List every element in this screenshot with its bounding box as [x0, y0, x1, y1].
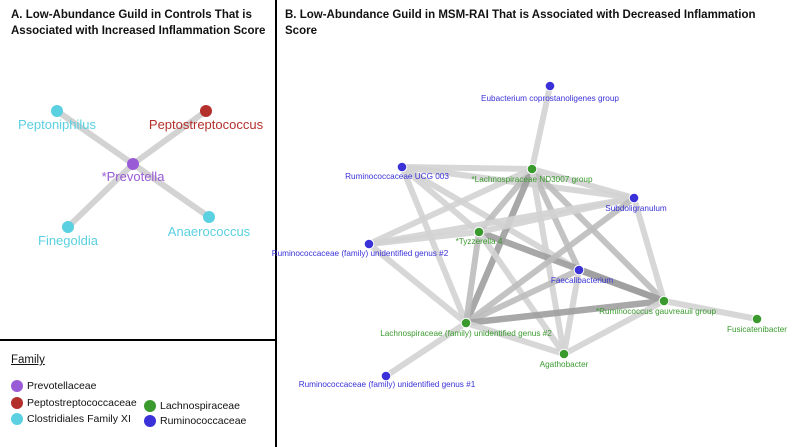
node-label-subdoligranulum: Subdoligranulum	[605, 204, 667, 213]
edge-a-prevotella-anaerococcus	[130, 161, 212, 220]
node-eubacterium-coprostanoligenes-group	[544, 80, 556, 92]
panel-a-title-line1: A. Low-Abundance Guild in Controls That …	[11, 9, 252, 21]
node-label-tyzzerella-4: *Tyzzerella 4	[456, 237, 503, 246]
panel-a-title-line2: Associated with Increased Inflammation S…	[11, 25, 266, 37]
node-ruminococcaceae-family-unidentified-genus-1	[380, 370, 392, 382]
node-label-agathobacter: Agathobacter	[540, 360, 589, 369]
edge-b-ruminococcus-gauvreauii-group-lachnospiraceae-family-unidentified-genus-2	[462, 297, 668, 327]
node-label-lachnospiraceae-nd3007-group: *Lachnospiraceae ND3007 group	[471, 175, 593, 184]
edge-b-ruminococcus-gauvreauii-group-agathobacter	[561, 298, 667, 357]
edge-a-prevotella-peptostreptococcus	[130, 108, 209, 167]
horizontal-divider	[0, 339, 276, 341]
legend-item-peptostreptococcaceae: Peptostreptococcaceae	[11, 397, 137, 409]
node-ruminococcaceae-family-unidentified-genus-2	[363, 238, 375, 250]
node-label-prevotella: *Prevotella	[102, 169, 166, 184]
edge-b-lachnospiraceae-family-unidentified-genus-2-agathobacter	[463, 320, 567, 357]
edge-b-faecalibacterium-ruminococcus-gauvreauii-group	[575, 266, 668, 305]
node-faecalibacterium	[573, 264, 585, 276]
edge-b-lachnospiraceae-nd3007-group-lachnospiraceae-family-unidentified-genus-2	[462, 165, 536, 327]
node-peptostreptococcus	[200, 105, 212, 117]
legend-swatch-lachnospiraceae	[144, 400, 156, 412]
legend-item-ruminococcaceae: Ruminococcaceae	[144, 415, 246, 427]
edge-a-prevotella-finegoldia	[65, 161, 136, 230]
node-ruminococcus-gauvreauii-group	[658, 295, 670, 307]
edge-b-faecalibacterium-lachnospiraceae-family-unidentified-genus-2	[463, 267, 582, 326]
edge-b-tyzzerella-4-subdoligranulum	[476, 195, 637, 235]
node-lachnospiraceae-family-unidentified-genus-2	[460, 317, 472, 329]
node-label-lachnospiraceae-family-unidentified-genus-2: Lachnospiraceae (family) unidentified ge…	[380, 329, 552, 338]
network-b-nodes: Eubacterium coprostanoligenes group *Lach…	[272, 80, 787, 389]
node-agathobacter	[558, 348, 570, 360]
legend-label-ruminococcaceae: Ruminococcaceae	[160, 415, 247, 427]
network-a-edges	[54, 108, 212, 230]
legend-label-peptostreptococcaceae: Peptostreptococcaceae	[27, 397, 137, 409]
node-label-faecalibacterium: Faecalibacterium	[551, 276, 614, 285]
edge-b-ruminococcus-gauvreauii-group-fusicatenibacter	[661, 298, 760, 322]
legend-label-prevotellaceae: Prevotellaceae	[27, 380, 97, 392]
legend-label-lachnospiraceae: Lachnospiraceae	[160, 400, 240, 412]
edge-b-lachnospiraceae-family-unidentified-genus-2-ruminococcaceae-family-unidentified-genus-1	[383, 320, 469, 379]
legend-item-prevotellaceae: Prevotellaceae	[11, 380, 96, 392]
panel-a-title: A. Low-Abundance Guild in Controls That …	[11, 7, 265, 39]
vertical-divider	[275, 0, 277, 447]
node-label-finegoldia: Finegoldia	[38, 233, 99, 248]
node-label-anaerococcus: Anaerococcus	[168, 224, 251, 239]
edge-b-tyzzerella-4-lachnospiraceae-family-unidentified-genus-2	[463, 229, 482, 326]
legend-item-clostridiales-family-xi: Clostridiales Family XI	[11, 413, 131, 425]
node-label-ruminococcus-gauvreauii-group: *Ruminococcus gauvreauii group	[596, 307, 717, 316]
legend-title: Family	[11, 354, 45, 366]
legend-swatch-peptostreptococcaceae	[11, 397, 23, 409]
node-subdoligranulum	[628, 192, 640, 204]
node-fusicatenibacter	[751, 313, 763, 325]
edge-b-lachnospiraceae-nd3007-group-ruminococcus-gauvreauii-group	[529, 166, 667, 304]
edge-b-subdoligranulum-lachnospiraceae-family-unidentified-genus-2	[463, 195, 637, 326]
edge-b-lachnospiraceae-nd3007-group-subdoligranulum	[529, 166, 637, 201]
node-label-peptostreptococcus: Peptostreptococcus	[149, 117, 264, 132]
panel-b-title-line1: B. Low-Abundance Guild in MSM-RAI That i…	[285, 9, 756, 21]
node-peptoniphilus	[51, 105, 63, 117]
panel-b-title: B. Low-Abundance Guild in MSM-RAI That i…	[285, 7, 756, 39]
node-label-eubacterium-coprostanoligenes-group: Eubacterium coprostanoligenes group	[481, 94, 619, 103]
legend-swatch-prevotellaceae	[11, 380, 23, 392]
edge-b-ruminococcaceae-ucg-003-lachnospiraceae-family-unidentified-genus-2	[399, 164, 469, 326]
edge-b-eubacterium-coprostanoligenes-group-lachnospiraceae-nd3007-group	[529, 83, 553, 172]
node-ruminococcaceae-ucg-003	[396, 161, 408, 173]
edge-b-ruminococcaceae-family-unidentified-genus-2-lachnospiraceae-family-unidentified-genus-2	[366, 241, 469, 326]
node-prevotella	[127, 158, 139, 170]
network-b-edges	[366, 83, 760, 379]
network-a-nodes: *Prevotella Peptoniphilus Peptostreptococc…	[18, 105, 264, 248]
edge-b-lachnospiraceae-nd3007-group-faecalibacterium	[529, 166, 582, 273]
node-label-ruminococcaceae-family-unidentified-genus-2: Ruminococcaceae (family) unidentified ge…	[272, 249, 449, 258]
node-anaerococcus	[203, 211, 215, 223]
legend-item-lachnospiraceae: Lachnospiraceae	[144, 400, 240, 412]
edge-b-lachnospiraceae-nd3007-group-ruminococcaceae-family-unidentified-genus-2	[366, 166, 535, 247]
edge-b-tyzzerella-4-agathobacter	[476, 229, 567, 357]
legend-swatch-clostridiales-family-xi	[11, 413, 23, 425]
edge-b-subdoligranulum-ruminococcus-gauvreauii-group	[631, 195, 667, 304]
legend-swatch-ruminococcaceae	[144, 415, 156, 427]
node-tyzzerella-4	[473, 226, 485, 238]
panel-b-title-line2: Score	[285, 25, 317, 37]
node-lachnospiraceae-nd3007-group	[526, 163, 538, 175]
legend-label-clostridiales-family-xi: Clostridiales Family XI	[27, 413, 131, 425]
node-label-ruminococcaceae-family-unidentified-genus-1: Ruminococcaceae (family) unidentified ge…	[299, 380, 476, 389]
node-label-ruminococcaceae-ucg-003: Ruminococcaceae UCG 003	[345, 172, 449, 181]
node-label-peptoniphilus: Peptoniphilus	[18, 117, 97, 132]
node-finegoldia	[62, 221, 74, 233]
edge-a-prevotella-peptoniphilus	[54, 108, 136, 167]
node-label-fusicatenibacter: Fusicatenibacter	[727, 325, 787, 334]
